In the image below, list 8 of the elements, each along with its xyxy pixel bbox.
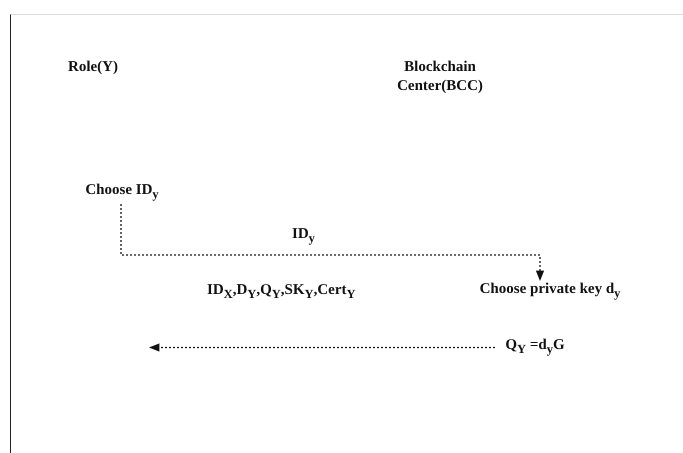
- message-arrow: [148, 343, 495, 352]
- participant-label: Role(Y): [58, 58, 128, 77]
- step-text: Choose ID$_{y}$: [76, 181, 168, 204]
- participant-label: Blockchain Center(BCC): [385, 58, 495, 96]
- message-arrow: [120, 204, 544, 282]
- edge-label: ID$_{y}$: [290, 226, 317, 246]
- equation-text: Q$_{Y}$ =d$_{y}$G: [495, 336, 575, 359]
- step-text: Choose private key d$_{y}$: [470, 280, 630, 303]
